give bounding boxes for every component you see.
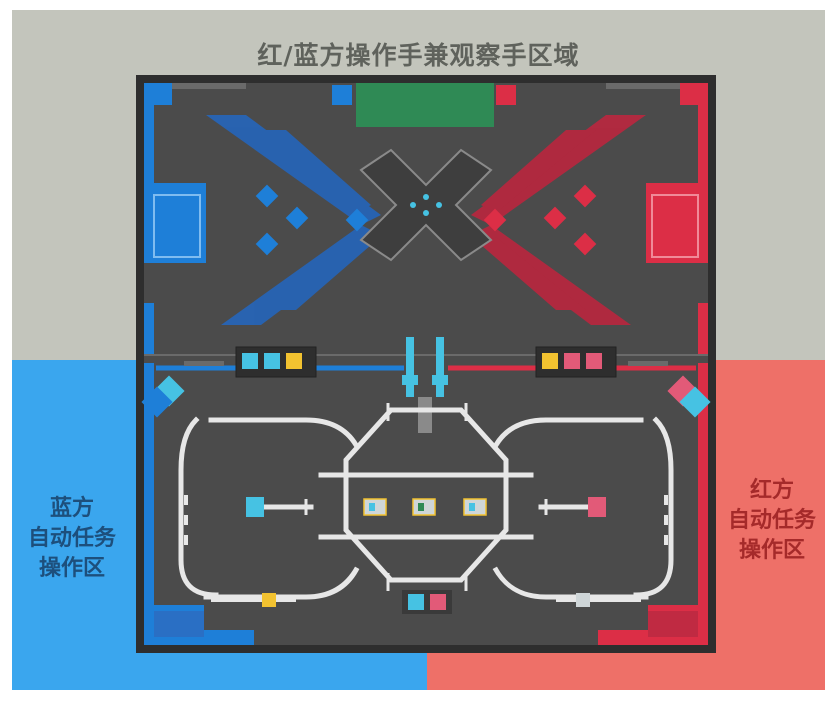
blue-target-block xyxy=(246,497,264,517)
bottom-left-small-block xyxy=(262,593,276,607)
gate-brackets xyxy=(304,403,548,591)
red-corner-marker xyxy=(496,85,516,105)
center-block-row xyxy=(363,498,487,516)
bottom-block-station xyxy=(402,590,452,614)
center-cross-dots xyxy=(410,194,442,216)
red-block-station xyxy=(535,346,617,378)
red-chevron-ramps xyxy=(471,115,646,325)
track-lines xyxy=(178,407,674,600)
blue-chevron-ramps xyxy=(206,115,381,325)
bottom-right-small-block xyxy=(576,593,590,607)
red-bottom-pad xyxy=(648,611,698,637)
top-right-label-strip xyxy=(606,83,696,89)
blue-launch-pad xyxy=(141,375,185,418)
blue-zone-label: 蓝方 自动任务 操作区 xyxy=(27,496,116,581)
center-cross-zone xyxy=(359,148,493,262)
blue-start-zone xyxy=(153,194,201,258)
blue-corner-marker xyxy=(332,85,352,105)
center-posts xyxy=(402,337,448,397)
red-start-zone xyxy=(651,194,699,258)
center-gate xyxy=(418,397,432,433)
blue-block-station xyxy=(235,346,317,378)
red-launch-pad xyxy=(667,375,711,418)
blue-bottom-pad xyxy=(154,611,204,637)
red-zone-label: 红方 自动任务 操作区 xyxy=(727,478,816,563)
green-zone xyxy=(356,83,494,127)
top-left-label-strip xyxy=(156,83,246,89)
red-target-block xyxy=(588,497,606,517)
field-floor xyxy=(144,83,708,645)
blue-rail-cap-left xyxy=(184,361,224,366)
competition-field xyxy=(136,75,716,653)
red-rail-cap-right xyxy=(628,361,668,366)
track-dashes xyxy=(184,495,668,602)
observer-area-title: 红/蓝方操作手兼观察手区域 xyxy=(257,41,580,70)
